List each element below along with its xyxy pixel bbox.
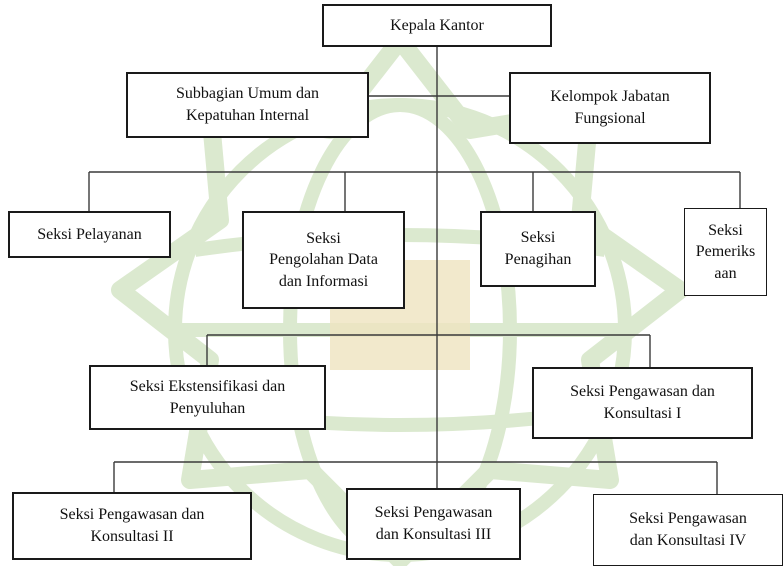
seksi-pengolahan-data-box: Seksi Pengolahan Data dan Informasi <box>242 211 405 309</box>
kelompok-jabatan-fungsional-box: Kelompok Jabatan Fungsional <box>509 72 711 144</box>
kepala-kantor-box: Kepala Kantor <box>322 4 552 47</box>
seksi-pengawasan-4-box: Seksi Pengawasan dan Konsultasi IV <box>593 494 783 566</box>
seksi-pengawasan-1-box: Seksi Pengawasan dan Konsultasi I <box>532 367 753 439</box>
seksi-penagihan-box: Seksi Penagihan <box>480 211 596 287</box>
subbagian-umum-box: Subbagian Umum dan Kepatuhan Internal <box>126 72 369 138</box>
seksi-pengawasan-3-box: Seksi Pengawasan dan Konsultasi III <box>346 488 521 560</box>
seksi-pengawasan-2-box: Seksi Pengawasan dan Konsultasi II <box>12 492 252 560</box>
seksi-ekstensifikasi-box: Seksi Ekstensifikasi dan Penyuluhan <box>89 365 326 430</box>
seksi-pemeriksaan-box: Seksi Pemeriks aan <box>684 208 767 296</box>
watermark-star <box>111 31 689 566</box>
seksi-pelayanan-box: Seksi Pelayanan <box>8 211 171 258</box>
